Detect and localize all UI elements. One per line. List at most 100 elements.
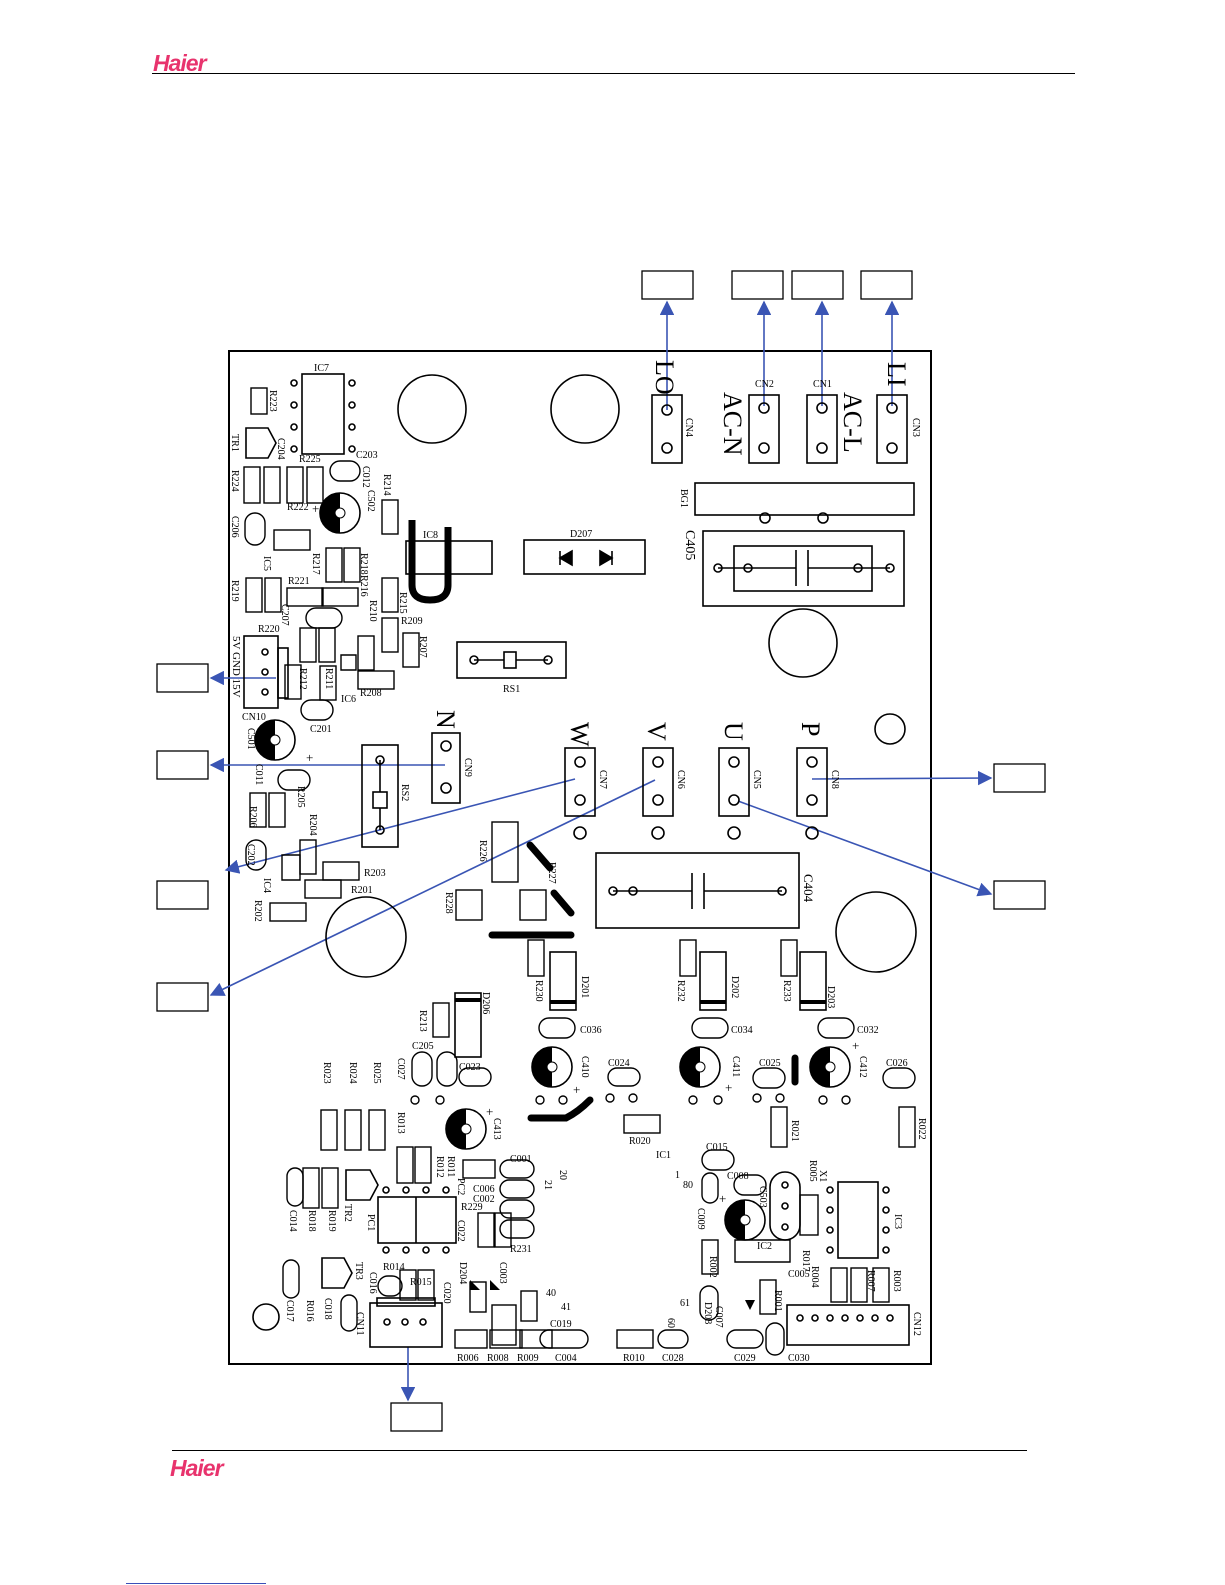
connector-cn4 — [651, 394, 683, 464]
ref-cn4: CN4 — [683, 418, 694, 437]
mount-hole — [325, 896, 407, 978]
ref-r202: R202 — [252, 900, 263, 922]
ref-cn2: CN2 — [755, 379, 774, 390]
ref-ic6: IC6 — [341, 694, 356, 705]
connector-cn3 — [876, 394, 908, 464]
ref-c009: C009 — [695, 1208, 706, 1230]
diode-d206 — [454, 992, 482, 1058]
ref-r225: R225 — [299, 454, 321, 465]
ic8-lead — [408, 520, 452, 604]
ref-c034: C034 — [731, 1025, 753, 1036]
label-ac-l: AC-L — [838, 392, 867, 453]
ref-p20: 20 — [557, 1170, 568, 1180]
ref-c012: C012 — [360, 466, 371, 488]
ref-r006: R006 — [457, 1353, 479, 1364]
ref-c023: C023 — [459, 1062, 481, 1073]
callout-box-w — [156, 880, 209, 910]
label-p: P — [796, 722, 825, 736]
label-power-pins: 5V GND 15V — [230, 636, 242, 698]
ref-ic7: IC7 — [314, 363, 329, 374]
ref-p21: 21 — [542, 1180, 553, 1190]
callout-box-ac-n — [731, 270, 784, 300]
ref-rs1: RS1 — [503, 684, 520, 695]
ref-r223: R223 — [267, 390, 278, 412]
relay-rs2 — [361, 744, 399, 848]
label-li: LI — [882, 362, 911, 387]
ref-r213: R213 — [417, 1010, 428, 1032]
mount-hole — [397, 374, 467, 444]
label-w: W — [565, 722, 594, 747]
connector-cn1 — [806, 394, 838, 464]
ref-r011: R011 — [445, 1156, 456, 1177]
ref-r226: R226 — [477, 840, 488, 862]
ref-ic4: IC4 — [261, 878, 272, 893]
ref-d201: D201 — [579, 976, 590, 998]
diode-d207 — [523, 539, 646, 575]
ref-c503: C503 — [757, 1186, 768, 1208]
ref-cn1: CN1 — [813, 379, 832, 390]
ref-r007: R007 — [865, 1270, 876, 1292]
transistor-tr1 — [245, 427, 277, 459]
ref-r016: R016 — [304, 1300, 315, 1322]
callout-box-lo — [641, 270, 694, 300]
callout-box-p — [993, 763, 1046, 793]
callout-box-n — [156, 750, 209, 780]
connector-cn5 — [718, 747, 750, 817]
ref-r025: R025 — [371, 1062, 382, 1084]
ref-r230: R230 — [533, 980, 544, 1002]
ref-r023: R023 — [321, 1062, 332, 1084]
svg-text:+: + — [573, 1082, 580, 1097]
ref-c032: C032 — [857, 1025, 879, 1036]
ref-pc2: PC2 — [455, 1178, 466, 1195]
header-rule — [152, 73, 1075, 74]
ic-ic7 — [301, 373, 345, 455]
label-ac-n: AC-N — [718, 392, 747, 456]
ref-c024: C024 — [608, 1058, 630, 1069]
ref-c410: C410 — [579, 1056, 590, 1078]
ref-p41: 41 — [561, 1302, 571, 1313]
ref-cn8: CN8 — [829, 770, 840, 789]
ref-tr2: TR2 — [342, 1204, 353, 1222]
relay-rs1 — [456, 641, 567, 679]
ref-cn9: CN9 — [462, 758, 473, 777]
ref-r222: R222 — [287, 502, 309, 513]
ref-ic3: IC3 — [892, 1214, 903, 1229]
label-lo: LO — [650, 360, 679, 395]
ref-r012: R012 — [434, 1156, 445, 1178]
ref-r220: R220 — [258, 624, 280, 635]
ref-c008: C008 — [727, 1171, 749, 1182]
ref-c018: C018 — [322, 1298, 333, 1320]
ref-r017: R017 — [800, 1250, 811, 1272]
connector-cn10 — [243, 635, 279, 709]
ref-r207: R207 — [417, 636, 428, 658]
ref-c202: C202 — [245, 844, 256, 866]
ref-d208: D208 — [702, 1302, 713, 1324]
connector-cn9 — [431, 732, 461, 804]
ref-ic8: IC8 — [423, 530, 438, 541]
ref-r013: R013 — [395, 1112, 406, 1134]
arrow-v — [209, 779, 656, 996]
ref-c204: C204 — [275, 438, 286, 460]
callout-box-v — [156, 982, 209, 1012]
ref-c413: C413 — [491, 1118, 502, 1140]
ref-r218: R218 — [358, 553, 369, 575]
ref-r024: R024 — [347, 1062, 358, 1084]
ref-c002: C002 — [473, 1194, 495, 1205]
svg-text:+: + — [306, 750, 313, 765]
ref-c022: C022 — [455, 1220, 466, 1242]
connector-cn2 — [748, 394, 780, 464]
ref-c027: C027 — [395, 1058, 406, 1080]
ref-d202: D202 — [729, 976, 740, 998]
ref-r010: R010 — [623, 1353, 645, 1364]
ic-ic4 — [281, 854, 301, 881]
svg-text:+: + — [719, 1191, 726, 1206]
svg-text:+: + — [312, 501, 319, 516]
ref-c017: C017 — [284, 1300, 295, 1322]
board-outline — [228, 350, 932, 1365]
ref-bg1: BG1 — [678, 489, 689, 508]
ref-cn11: CN11 — [354, 1312, 365, 1336]
connector-cn7 — [564, 747, 596, 817]
ref-c006: C006 — [473, 1184, 495, 1195]
ref-r203: R203 — [364, 868, 386, 879]
